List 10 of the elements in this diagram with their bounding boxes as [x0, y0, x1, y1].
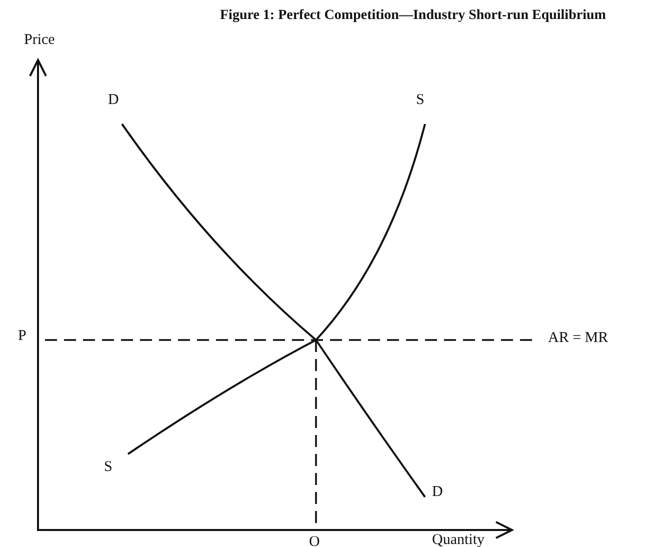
axis-tick-label: P — [18, 328, 26, 345]
line-label: AR = MR — [548, 330, 608, 347]
axis-title: Price — [24, 32, 55, 49]
curve-label: S — [416, 92, 424, 109]
chart-title: Figure 1: Perfect Competition—Industry Short-run Equilibrium — [220, 8, 606, 24]
curve-label: D — [432, 484, 443, 501]
axis-tick-label: O — [309, 534, 320, 547]
curve-label: S — [104, 459, 112, 476]
curve-label: D — [108, 92, 119, 109]
axis-title: Quantity — [432, 532, 484, 547]
